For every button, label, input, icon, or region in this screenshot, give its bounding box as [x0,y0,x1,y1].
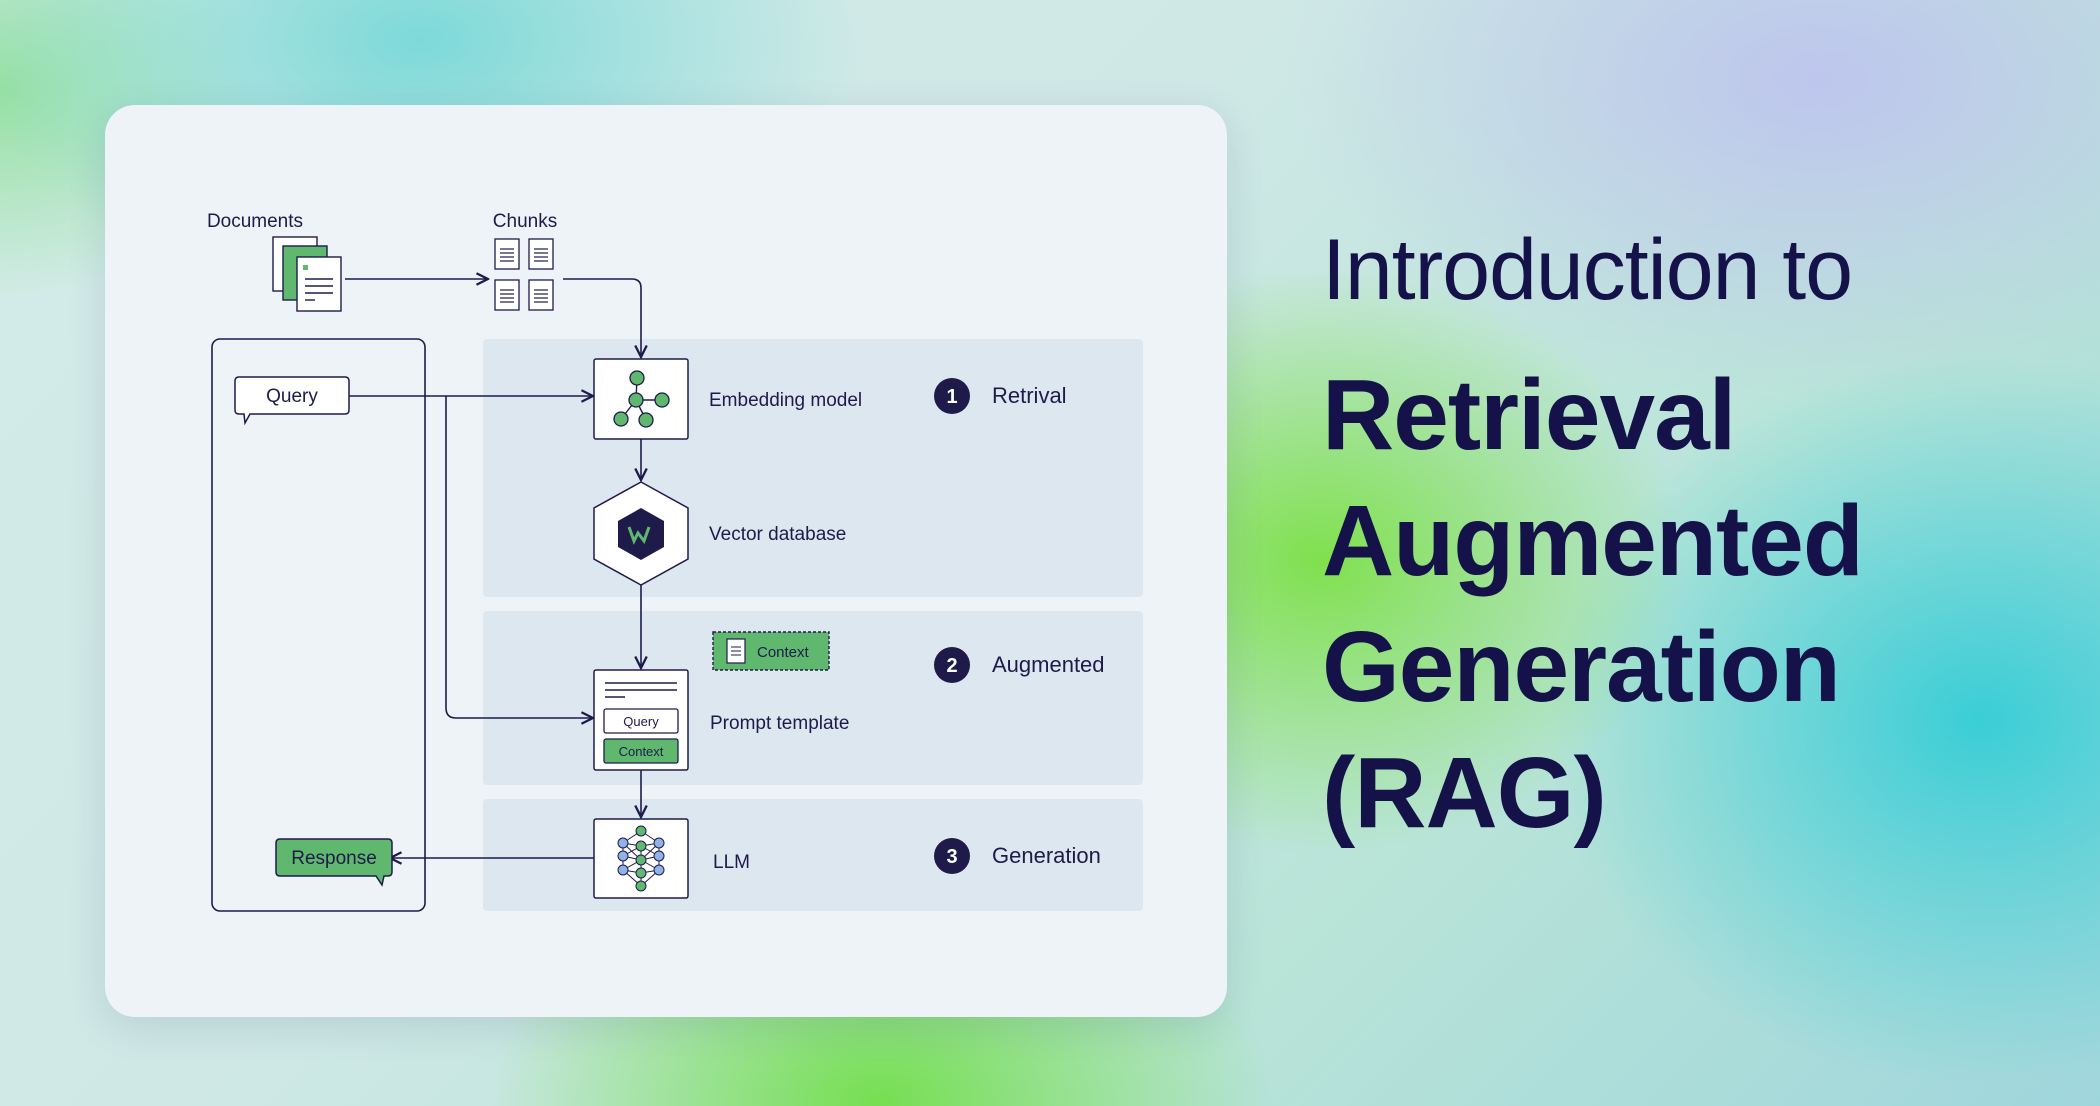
step-2-number: 2 [946,655,957,677]
context-chip-label: Context [757,644,810,661]
title-block: Introduction to Retrieval Augmented Gene… [1322,210,2082,856]
prompt-template-icon: Query Context [593,669,689,771]
embedding-model-label: Embedding model [709,390,862,411]
step-1-label: Retrival [992,383,1067,408]
context-chip: Context [712,631,830,671]
prompt-query-label: Query [623,714,659,729]
title-line-2: Augmented [1322,485,1864,597]
retrieval-panel [483,339,1143,597]
vector-database-icon [593,481,689,586]
response-label: Response [291,848,377,869]
step-3-label: Generation [992,843,1101,868]
documents-label: Documents [207,211,303,232]
llm-icon [593,818,689,899]
query-to-prompt-arrow [445,396,593,718]
step-3: 3 Generation [934,838,1101,874]
prompt-context-label: Context [619,744,664,759]
llm-label: LLM [713,852,750,873]
embedding-model-icon [593,358,689,440]
query-label: Query [266,386,318,407]
step-2-label: Augmented [992,652,1105,677]
query-bubble: Query [234,376,350,426]
rag-diagram: Documents Chunks [207,211,1143,912]
title-line-3: Generation [1322,611,1841,723]
step-1-number: 1 [946,386,957,408]
chunks-icon [494,238,554,311]
step-2: 2 Augmented [934,647,1105,683]
title-lead: Introduction to [1322,222,1853,318]
documents-icon [272,236,342,312]
title-line-1: Retrieval [1322,359,1736,471]
title-line-4: (RAG) [1322,737,1607,849]
user-frame [211,338,426,912]
title-main: Retrieval Augmented Generation (RAG) [1322,352,2082,856]
vector-database-label: Vector database [709,524,846,545]
diagram-card: Documents Chunks [105,105,1227,1017]
prompt-template-label: Prompt template [710,713,849,734]
chunks-to-embedding-arrow [563,278,641,357]
chunks-label: Chunks [493,211,557,232]
step-1: 1 Retrival [934,378,1067,414]
step-3-number: 3 [946,846,957,868]
response-bubble: Response [275,838,393,887]
